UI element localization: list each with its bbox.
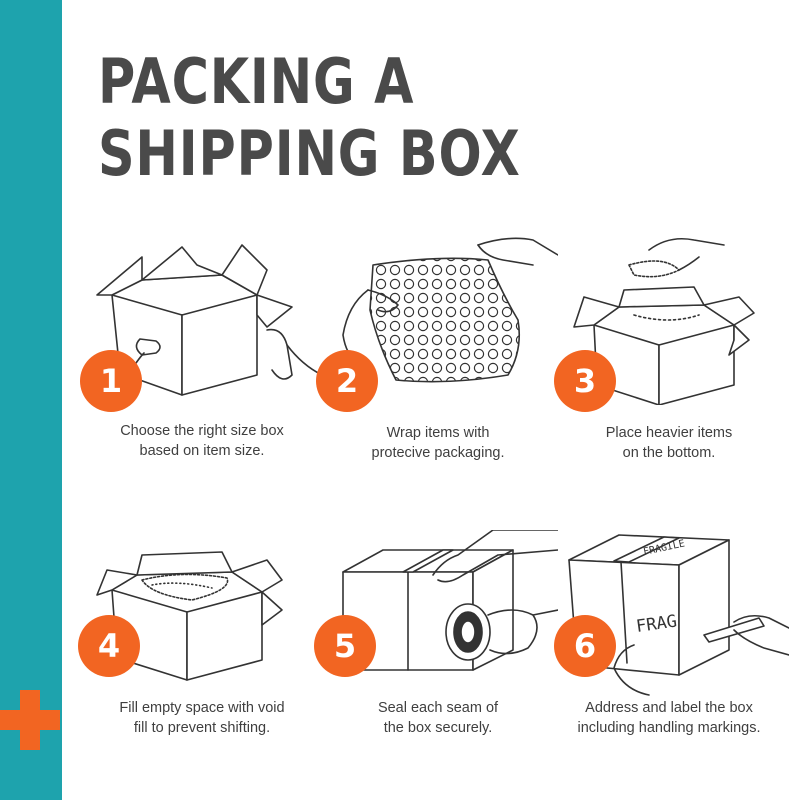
page-title: PACKING A SHIPPING BOX <box>98 46 524 190</box>
step-number-badge: 1 <box>80 350 142 412</box>
step-5: 5 Seal each seam of the box securely. <box>314 530 558 780</box>
plus-icon <box>0 690 60 750</box>
step-2: 2 Wrap items with protecive packaging. <box>316 235 558 485</box>
title-line-1: PACKING A <box>98 45 415 118</box>
step-number-badge: 6 <box>554 615 616 677</box>
step-number-badge: 3 <box>554 350 616 412</box>
step-caption: Address and label the box including hand… <box>577 700 761 736</box>
bubble-wrap-icon <box>318 235 558 405</box>
step-caption: Wrap items with protecive packaging. <box>371 425 505 461</box>
step-1: 1 Choose the right size box based on ite… <box>80 235 322 485</box>
step-number-badge: 2 <box>316 350 378 412</box>
step-6: FRAGILE FRAG 6 Address and label the box… <box>549 530 789 780</box>
title-line-2: SHIPPING BOX <box>98 117 521 190</box>
step-caption: Choose the right size box based on item … <box>120 423 284 459</box>
step-caption: Fill empty space with void fill to preve… <box>119 700 285 736</box>
step-number-badge: 5 <box>314 615 376 677</box>
step-3: 3 Place heavier items on the bottom. <box>549 235 789 485</box>
step-number-badge: 4 <box>78 615 140 677</box>
sidebar-accent-bar <box>0 0 62 800</box>
step-4: 4 Fill empty space with void fill to pre… <box>78 530 322 780</box>
step-caption: Place heavier items on the bottom. <box>605 425 733 461</box>
step-caption: Seal each seam of the box securely. <box>377 700 499 736</box>
